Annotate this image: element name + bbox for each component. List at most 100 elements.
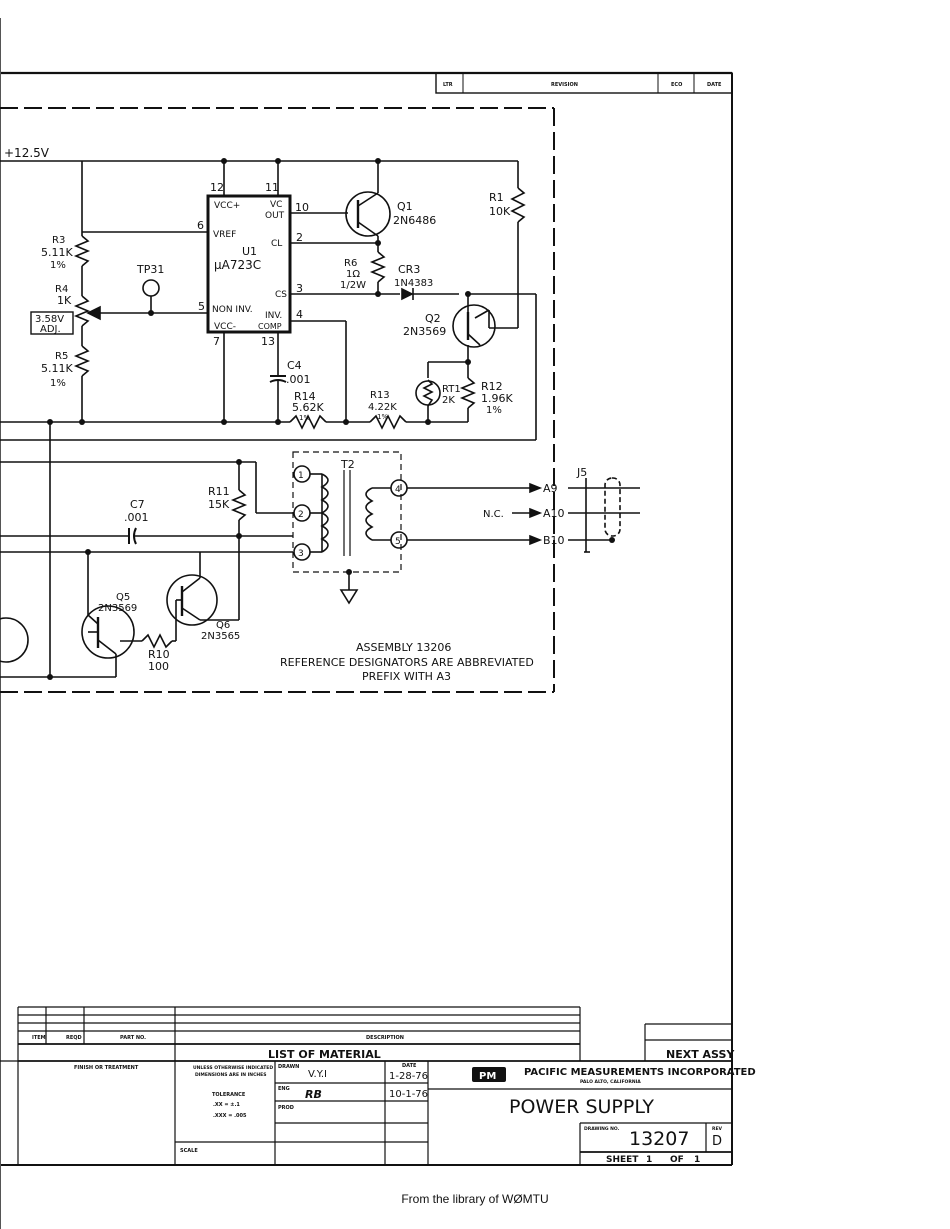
r12-value: 1.96K [481,392,513,405]
rt1-ref: RT1 [442,384,461,395]
tb-eng-label: ENG [278,1086,290,1092]
r3-value: 5.11K [41,246,73,259]
r10-ref: R10 [148,648,170,661]
pin-11: 11 [265,181,279,194]
tb-tolerance-label: TOLERANCE [212,1092,246,1098]
q6-part: 2N3565 [201,631,240,642]
r11-ref: R11 [208,485,230,498]
tb-of: 1 [694,1155,700,1165]
r1-value: 10K [489,205,511,218]
pin-2: 2 [296,231,303,244]
ic-vref: VREF [213,230,236,240]
r4-ref: R4 [55,284,68,295]
r6-value: 1Ω [346,269,360,280]
tb-prod-label: PROD [278,1105,294,1111]
t2-pin-4: 4 [395,485,401,495]
r12-tol: 1% [486,405,502,416]
output-b10: B10 [543,534,565,547]
r4-note-2: ADJ. [40,324,61,335]
t2-pin-5: 5 [395,537,401,547]
r12-ref: R12 [481,380,503,393]
pin-5: 5 [198,300,205,313]
tb-logo-text: PM [479,1071,496,1082]
tb-next-assy: NEXT ASSY [666,1048,735,1061]
library-footer: From the library of WØMTU [401,1192,549,1206]
j5-label: J5 [576,466,587,479]
r11-value: 15K [208,498,230,511]
ic-vcc-plus: VCC+ [214,201,240,211]
pin-6: 6 [197,219,204,232]
tb-drawing-no: 13207 [629,1128,689,1150]
tb-sheet-label: SHEET [606,1155,639,1165]
assembly-note-line-1: ASSEMBLY 13206 [356,641,451,654]
ic-inv: INV. [265,311,282,321]
r6-power: 1/2W [340,280,366,291]
tb-city: PALO ALTO, CALIFORNIA [580,1079,641,1085]
output-a9: A9 [543,482,558,495]
tb-eng-by: RB [305,1088,322,1101]
q6-ref: Q6 [216,620,230,631]
ic-ref: U1 [242,245,257,258]
r13-ref: R13 [370,390,390,401]
tb-part-no-header: PART NO. [120,1035,146,1041]
tb-sheet: 1 [646,1155,652,1165]
tb-rev: D [712,1134,722,1149]
tb-date-label: DATE [402,1063,417,1069]
ic-part: μA723C [214,258,261,272]
r5-tol: 1% [50,378,66,389]
tb-scale-label: SCALE [180,1148,198,1154]
tb-tol-xxx: .XXX = .005 [213,1113,247,1119]
tb-finish-label: FINISH OR TREATMENT [74,1065,139,1071]
rev-ltr-header: LTR [443,82,453,88]
pin-3: 3 [296,282,303,295]
r1-ref: R1 [489,191,504,204]
c7-value: .001 [124,511,149,524]
r4-value: 1K [57,294,72,307]
tb-tol-xx: .XX = ±.1 [213,1102,240,1108]
tb-drawn-label: DRAWN [278,1064,299,1070]
output-a10: A10 [543,507,565,520]
c7-ref: C7 [130,498,145,511]
tb-drawn-date: 1-28-76 [389,1071,428,1082]
r3-tol: 1% [50,260,66,271]
r13-value: 4.22K [368,402,397,413]
ic-vcc-minus: VCC- [214,322,236,332]
ic-vc: VC [270,200,282,210]
tb-unless-line-2: DIMENSIONS ARE IN INCHES [195,1072,266,1078]
ic-cs: CS [275,290,287,300]
q5-ref: Q5 [116,592,130,603]
ic-noninv: NON INV. [212,305,253,315]
tb-rev-label: REV [712,1126,723,1132]
tb-reqd-header: REQD [66,1035,82,1041]
pin-12: 12 [210,181,224,194]
ic-comp: COMP [258,322,282,331]
tb-list-of-material: LIST OF MATERIAL [268,1048,381,1061]
tb-description-header: DESCRIPTION [366,1035,404,1041]
pin-4: 4 [296,308,303,321]
r6-ref: R6 [344,258,357,269]
assembly-note-line-3: PREFIX WITH A3 [362,670,451,683]
tb-item-header: ITEM [32,1035,46,1041]
cr3-part: 1N4383 [394,278,433,289]
rev-eco-header: ECO [671,82,682,88]
r14-ref: R14 [294,390,316,403]
rev-date-header: DATE [707,82,722,88]
tb-company: PACIFIC MEASUREMENTS INCORPORATED [524,1067,756,1078]
r3-ref: R3 [52,235,65,246]
t2-pin-1: 1 [298,471,304,481]
r5-value: 5.11K [41,362,73,375]
r5-ref: R5 [55,351,68,362]
nc-label: N.C. [483,509,504,520]
pin-13: 13 [261,335,275,348]
ic-cl: CL [271,239,282,249]
t2-ref: T2 [340,458,355,471]
cr3-ref: CR3 [398,263,420,276]
ic-out: OUT [265,211,285,221]
rt1-value: 2K [442,395,455,406]
q5-part: 2N3569 [98,603,137,614]
t2-pin-2: 2 [298,510,304,520]
rev-revision-header: REVISION [551,82,578,88]
pin-10: 10 [295,201,309,214]
c4-ref: C4 [287,359,302,372]
